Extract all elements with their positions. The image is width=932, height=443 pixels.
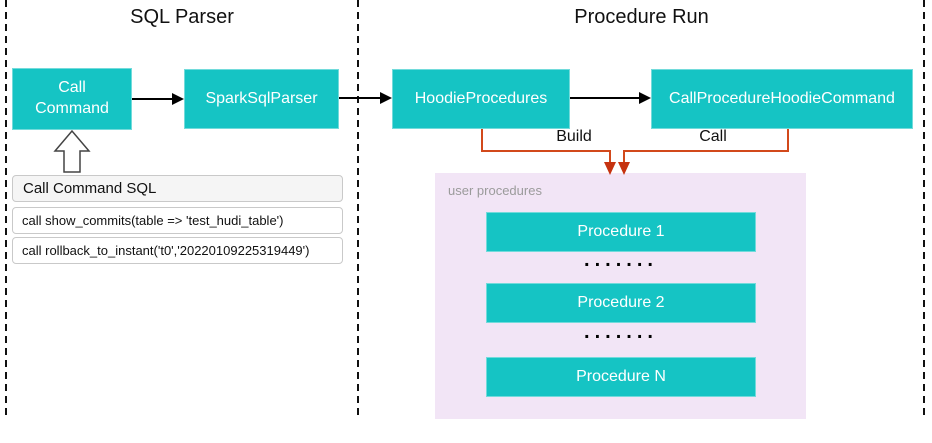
node-procedure-2: Procedure 2 — [486, 283, 756, 323]
node-call-command-line2: Command — [35, 100, 109, 117]
edge-label-build: Build — [556, 128, 592, 145]
ellipsis-dots: ....... — [584, 249, 658, 271]
hollow-up-arrow — [53, 129, 91, 173]
section-title-sql-parser: SQL Parser — [130, 6, 234, 28]
node-procedure-n: Procedure N — [486, 357, 756, 397]
edge-label-call: Call — [699, 128, 727, 145]
user-procedures-label: user procedures — [448, 183, 542, 198]
user-procedures-panel: user procedures Procedure 1 ....... Proc… — [435, 173, 806, 419]
node-call-command: Call Command — [12, 68, 132, 130]
node-call-procedure-hoodie-command: CallProcedureHoodieCommand — [651, 69, 913, 129]
sql-panel-row: call rollback_to_instant('t0','202201092… — [12, 237, 343, 264]
node-call-command-line1: Call — [58, 79, 86, 97]
arrow-hoodie-procedures-to-command — [570, 92, 651, 104]
arrow-call-command-to-parser — [132, 93, 184, 105]
node-procedure-1: Procedure 1 — [486, 212, 756, 252]
node-hoodie-procedures: HoodieProcedures — [392, 69, 570, 129]
section-title-procedure-run: Procedure Run — [574, 6, 709, 28]
ellipsis-dots: ....... — [584, 321, 658, 343]
sql-panel-row: call show_commits(table => 'test_hudi_ta… — [12, 207, 343, 234]
sql-panel-header: Call Command SQL — [12, 175, 343, 202]
node-spark-sql-parser: SparkSqlParser — [184, 69, 339, 129]
arrow-parser-to-hoodie-procedures — [339, 92, 392, 104]
